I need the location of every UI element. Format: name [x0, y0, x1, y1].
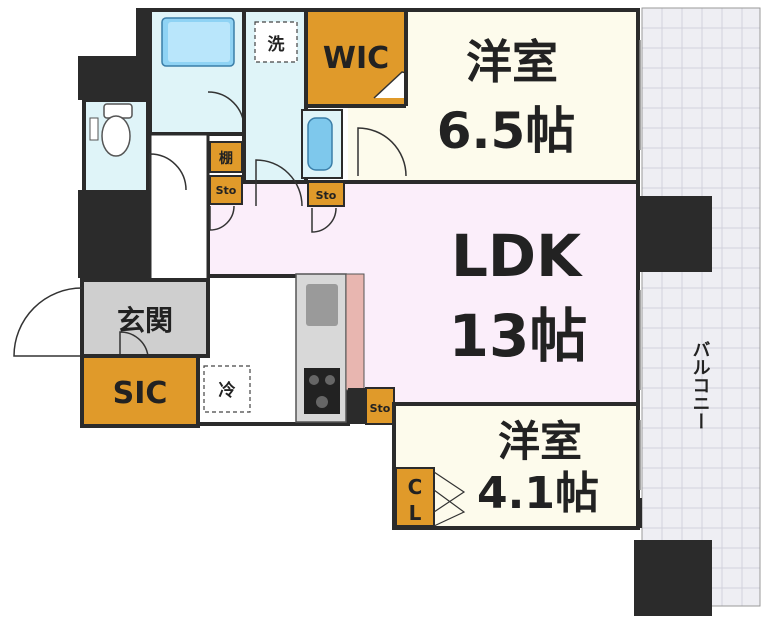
- wall-block: [634, 540, 712, 616]
- storage-box-1: [209, 175, 243, 205]
- wall-block: [78, 56, 150, 100]
- storage-box-3: [348, 388, 368, 424]
- kitchen-back-counter: [345, 273, 365, 391]
- western-room-2-name: 洋室: [498, 417, 582, 466]
- washer-box: [254, 21, 298, 63]
- sink-kitchen-icon: [306, 284, 338, 326]
- storage-label-1: Sto: [216, 184, 237, 197]
- sink-icon: [307, 117, 333, 171]
- ldk-name: LDK: [451, 222, 583, 290]
- closet-label-l: L: [409, 501, 422, 525]
- western-room-1-name: 洋室: [466, 35, 558, 89]
- balcony-label: バルコニー: [690, 340, 711, 430]
- fridge-label: 冷: [219, 380, 236, 401]
- western-room-1: [404, 8, 640, 184]
- washer-label: 洗: [268, 34, 285, 55]
- shelf-box: [209, 141, 243, 173]
- fridge-box: [203, 365, 251, 413]
- sic: [80, 354, 200, 428]
- storage-label-2: Sto: [316, 189, 337, 202]
- hallway: [148, 132, 210, 282]
- wall-block: [636, 196, 712, 272]
- ldk-size: 13帖: [449, 302, 588, 370]
- wall-block: [78, 190, 150, 278]
- closet-label-c: C: [408, 475, 423, 499]
- entrance-label: 玄関: [117, 304, 173, 337]
- toilet-icon: [89, 103, 133, 157]
- western-room-1-size: 6.5帖: [437, 102, 576, 160]
- wic-label: WIC: [323, 41, 389, 76]
- western-room-2-size: 4.1帖: [477, 468, 599, 519]
- sic-label: SIC: [113, 376, 168, 411]
- storage-box-2: [307, 181, 345, 207]
- shelf-label: 棚: [219, 150, 233, 167]
- western-room-1-ext: [348, 106, 408, 182]
- closet: [395, 467, 435, 527]
- storage-label-3: Sto: [370, 402, 391, 415]
